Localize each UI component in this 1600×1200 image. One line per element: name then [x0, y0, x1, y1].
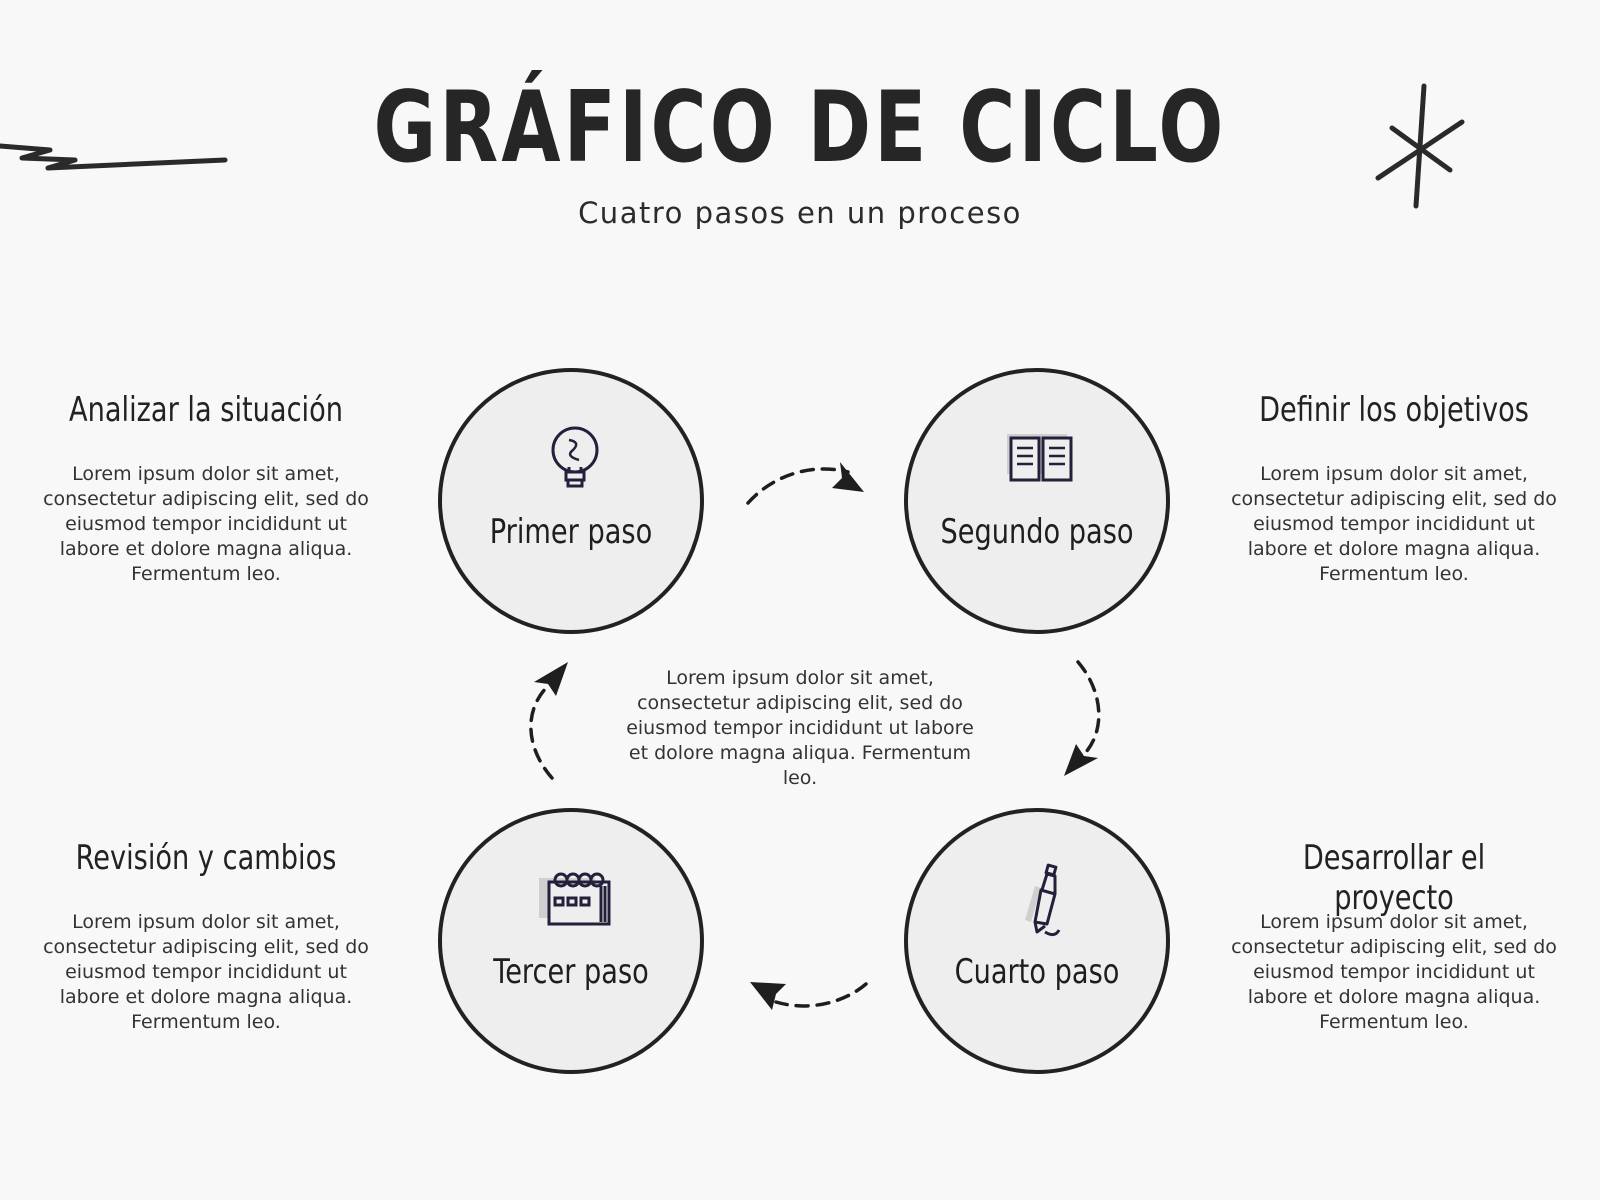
asterisk-doodle — [1375, 83, 1465, 209]
center-description: Lorem ipsum dolor sit amet, consectetur … — [626, 667, 974, 789]
text-desarrollar: Lorem ipsum dolor sit amet, consectetur … — [1231, 911, 1557, 1033]
arrow-step4-to-step3 — [774, 982, 868, 1008]
heading-desarrollar: Desarrollar el proyecto — [1302, 838, 1486, 918]
open-book-icon — [1007, 434, 1073, 482]
arrow-step2-to-step4 — [1076, 660, 1101, 754]
step-label-4: Cuarto paso — [954, 952, 1120, 992]
pen-icon — [1025, 863, 1061, 937]
text-definir: Lorem ipsum dolor sit amet, consectetur … — [1231, 463, 1557, 585]
step-circle-1: Primer paso — [438, 368, 704, 634]
heading-analizar: Analizar la situación — [69, 390, 343, 430]
step-label-3: Tercer paso — [493, 952, 649, 992]
arrowhead-3 — [750, 982, 786, 1010]
step-circle-2: Segundo paso — [904, 368, 1170, 634]
page-subtitle: Cuatro pasos en un proceso — [578, 196, 1022, 230]
page-title: GRÁFICO DE CICLO — [373, 71, 1227, 185]
step-circle-3: Tercer paso — [438, 808, 704, 1074]
text-revision: Lorem ipsum dolor sit amet, consectetur … — [43, 911, 369, 1033]
heading-definir: Definir los objetivos — [1259, 390, 1529, 430]
zigzag-doodle — [0, 143, 228, 171]
arrow-step3-to-step1 — [529, 686, 554, 780]
notebook-icon — [539, 872, 611, 926]
text-analizar: Lorem ipsum dolor sit amet, consectetur … — [43, 463, 369, 585]
arrowhead-2 — [1064, 744, 1098, 776]
arrowhead-4 — [534, 662, 568, 696]
step-circle-4: Cuarto paso — [904, 808, 1170, 1074]
step-label-2: Segundo paso — [940, 512, 1134, 552]
step-label-1: Primer paso — [489, 512, 653, 552]
arrow-step1-to-step2 — [746, 467, 850, 505]
lightbulb-icon — [551, 426, 599, 488]
arrowhead-1 — [832, 462, 864, 492]
heading-revision: Revisión y cambios — [75, 838, 337, 878]
